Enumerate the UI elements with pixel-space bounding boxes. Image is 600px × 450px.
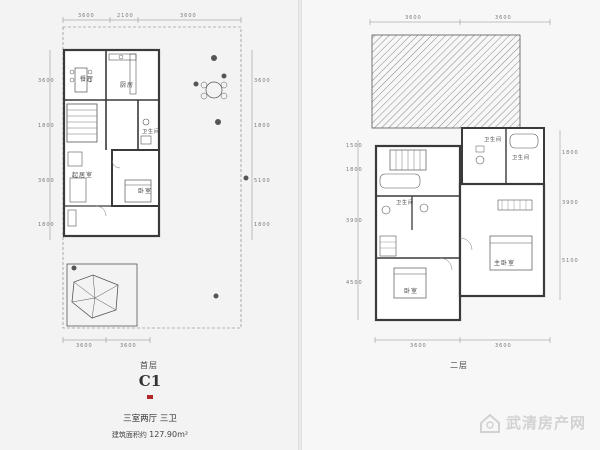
unit-code: C1 [138,372,162,390]
dim-top-2: 2100 [117,13,134,19]
room-label-bathroom-c: 卫生间 [512,155,531,161]
dim-left-2: 1800 [38,123,55,129]
watermark: 武清房产网 [478,411,596,439]
room-label-bedroom-2f: 卧室 [404,288,419,295]
dim2-left-3: 3900 [346,218,363,224]
dim2-left-1: 1500 [346,143,363,149]
plant-icons [71,55,249,299]
dim-left-4: 1800 [38,222,55,228]
dim-bottom-2: 3600 [120,343,137,349]
room-label-bedroom: 卧室 [138,188,153,195]
area-value: 127.90m² [149,430,189,439]
dim2-top-2: 3600 [495,15,512,21]
dim2-right-3: 5100 [562,258,579,264]
dim2-left-2: 1800 [346,167,363,173]
dim2-right-1: 1800 [562,150,579,156]
room-label-dining: 餐厅 [80,76,95,83]
dim-left-3: 3600 [38,178,55,184]
house-logo-icon [480,413,500,433]
dim-left-1: 3600 [38,78,55,84]
dim-right-2: 1800 [254,123,271,129]
dim-right-1: 3600 [254,78,271,84]
dim2-bottom-1: 3600 [410,343,427,349]
dim2-bottom-2: 3600 [495,343,512,349]
roof-terrace [371,34,521,129]
room-label-master-bedroom: 主卧室 [494,260,516,267]
room-label-bathroom: 卫生间 [142,129,161,135]
dim-bottom-1: 3600 [76,343,93,349]
dim2-top-1: 3600 [405,15,422,21]
dim-right-4: 1800 [254,222,271,228]
area-label: 建筑面积约 [111,431,147,439]
dim-right-3: 5100 [254,178,271,184]
room-label-living: 起居室 [72,172,94,179]
room-label-bathroom-a: 卫生间 [484,137,503,143]
ground-floor-plan [49,17,253,343]
room-label-kitchen: 厨房 [120,82,135,89]
dim-top-3: 3600 [180,13,197,19]
second-floor-title: 二层 [450,361,468,370]
unit-area: 建筑面积约 127.90m² [80,430,220,440]
page-fold [298,0,302,450]
dim-top-1: 3600 [78,13,95,19]
dim2-left-4: 4500 [346,280,363,286]
second-floor-plan [357,19,561,343]
unit-layout: 三室两厅 三卫 [123,414,177,424]
red-marker [147,395,153,399]
room-label-bathroom-b: 卫生间 [396,200,415,206]
ground-floor-title: 首层 [140,361,158,370]
watermark-brand: 武清房产网 [506,414,587,432]
dim2-right-2: 3900 [562,200,579,206]
